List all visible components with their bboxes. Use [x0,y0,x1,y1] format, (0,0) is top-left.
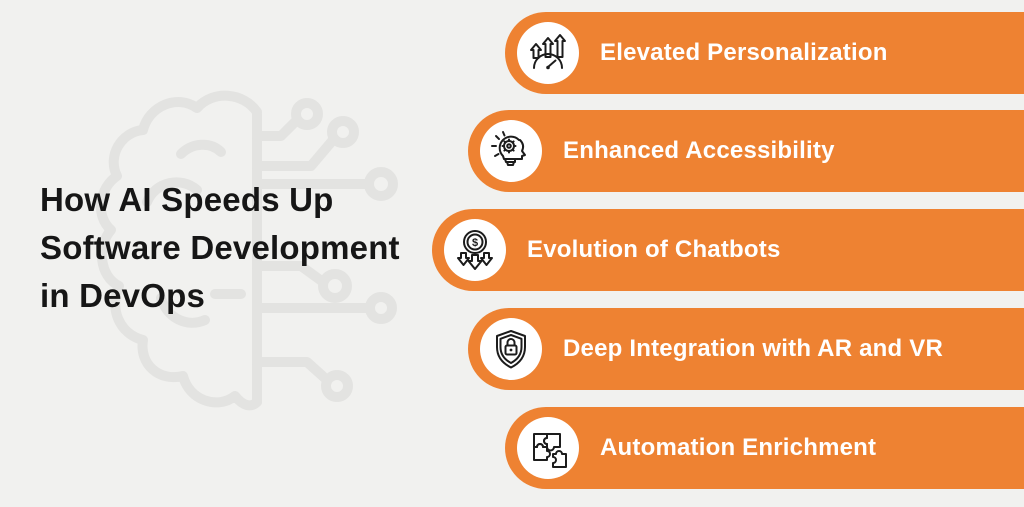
icon-badge [480,120,542,182]
growth-gauge-icon [530,34,566,70]
svg-text:$: $ [472,237,478,249]
benefit-bar-enhanced-accessibility: Enhanced Accessibility [468,110,1024,192]
benefit-label: Deep Integration with AR and VR [563,335,943,362]
icon-badge: $ [444,219,506,281]
icon-badge [517,22,579,84]
page-title: How AI Speeds Up Software Development in… [40,176,400,320]
page-title-line-3: in DevOps [40,277,206,314]
shield-lock-icon [496,330,526,369]
benefit-bar-evolution-of-chatbots: $ Evolution of Chatbots [432,209,1024,291]
benefit-label: Enhanced Accessibility [563,137,835,164]
page-title-line-1: How AI Speeds Up [40,181,334,218]
icon-badge [517,417,579,479]
benefit-label: Evolution of Chatbots [527,236,781,263]
puzzle-pieces-icon [533,433,567,468]
benefit-bar-elevated-personalization: Elevated Personalization [505,12,1024,94]
benefit-label: Automation Enrichment [600,434,877,461]
idea-head-bulb-icon [491,131,526,166]
page-title-line-2: Software Development [40,229,400,266]
brain-circuit-watermark [96,90,398,411]
benefit-bar-automation-enrichment: Automation Enrichment [505,407,1024,489]
dollar-down-arrows-icon: $ [457,230,493,270]
icon-badge [480,318,542,380]
benefit-label: Elevated Personalization [600,39,888,66]
benefit-bar-deep-integration-ar-vr: Deep Integration with AR and VR [468,308,1024,390]
